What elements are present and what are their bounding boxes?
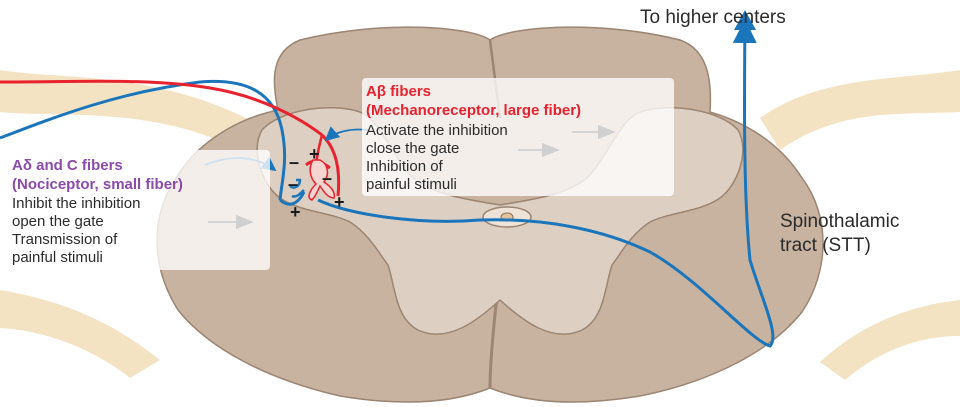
stt-label-line-1: Spinothalamic [780, 210, 899, 233]
a-beta-subtitle: (Mechanoreceptor, large fiber) [366, 101, 581, 120]
a-delta-line-4: painful stimuli [12, 249, 103, 267]
left-nerve-root-lower [0, 290, 160, 378]
a-delta-line-1: Inhibit the inhibition [12, 195, 140, 213]
a-delta-line-3: Transmission of [12, 231, 117, 249]
a-beta-title: Aβ fibers [366, 82, 431, 101]
minus-sign-left-top: – [289, 152, 299, 172]
a-beta-line-1: Activate the inhibition [366, 122, 508, 140]
to-higher-centers-label: To higher centers [640, 6, 786, 29]
right-nerve-root-lower [820, 300, 960, 380]
minus-sign-left: – [288, 174, 298, 194]
plus-sign-bottom: + [290, 202, 301, 222]
stt-label-line-2: tract (STT) [780, 234, 871, 257]
right-nerve-root-upper [760, 70, 960, 150]
a-delta-title: Aδ and C fibers [12, 156, 123, 175]
a-delta-line-2: open the gate [12, 213, 104, 231]
a-beta-line-2: close the gate [366, 140, 459, 158]
plus-sign-right: + [334, 192, 345, 212]
plus-sign-top: + [309, 144, 320, 164]
minus-sign-right: – [322, 168, 332, 188]
a-delta-subtitle: (Nociceptor, small fiber) [12, 175, 183, 194]
a-beta-line-3: Inhibition of [366, 158, 443, 176]
a-beta-line-4: painful stimuli [366, 176, 457, 194]
